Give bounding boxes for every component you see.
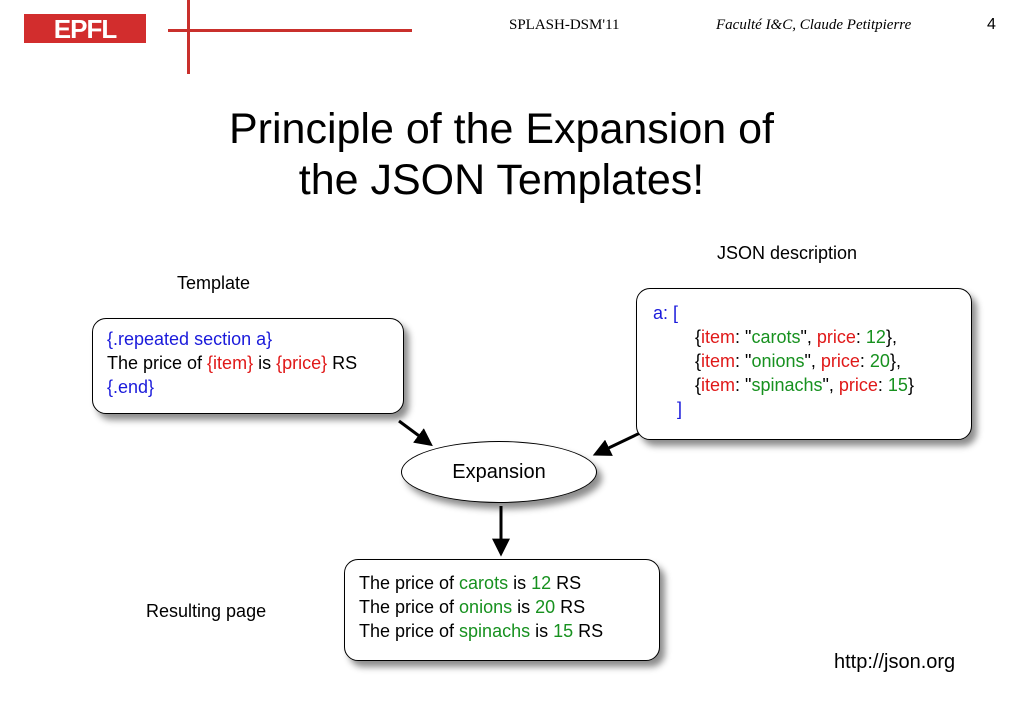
json-key-price: price <box>820 351 860 371</box>
json-key-price: price <box>838 375 878 395</box>
template-box: {.repeated section a} The price of {item… <box>92 318 404 414</box>
template-text-suffix: RS <box>327 353 358 373</box>
header-vertical-rule <box>187 0 190 74</box>
json-description-box: a: [ {item: "carots", price: 12}, {item:… <box>636 288 972 440</box>
result-item: carots <box>459 573 509 593</box>
header-horizontal-rule <box>168 29 412 32</box>
json-value-item: onions <box>751 351 805 371</box>
resulting-page-box: The price of carots is 12 RS The price o… <box>344 559 660 661</box>
json-entry: {item: "spinachs", price: 15} <box>695 375 914 395</box>
result-price: 15 <box>553 621 574 641</box>
slide-title: Principle of the Expansion of the JSON T… <box>100 104 903 206</box>
json-entry-end: } <box>907 375 914 395</box>
result-row: The price of carots is 12 RS <box>359 571 659 595</box>
result-is: is <box>508 573 532 593</box>
json-description-label: JSON description <box>717 243 858 263</box>
json-array-close: ] <box>677 399 683 419</box>
result-price: 12 <box>531 573 552 593</box>
expansion-label: Expansion <box>452 460 546 483</box>
epfl-logo: EPFL <box>24 14 146 43</box>
result-suffix: RS <box>551 573 582 593</box>
result-prefix: The price of <box>359 573 460 593</box>
json-key-item: item <box>701 327 736 347</box>
json-entry: {item: "onions", price: 20}, <box>695 351 901 371</box>
json-value-item: spinachs <box>751 375 823 395</box>
price-placeholder: {price} <box>276 353 328 373</box>
result-prefix: The price of <box>359 621 460 641</box>
template-repeated-section: {.repeated section a} <box>107 329 273 349</box>
resulting-page-label: Resulting page <box>146 601 267 621</box>
json-key-item: item <box>701 375 736 395</box>
json-value-price: 20 <box>869 351 890 371</box>
result-is: is <box>530 621 554 641</box>
template-end-section: {.end} <box>107 377 155 397</box>
json-array-open: a: [ <box>653 303 679 323</box>
result-row: The price of onions is 20 RS <box>359 595 659 619</box>
author-credit: Faculté I&C, Claude Petitpierre <box>716 17 912 33</box>
json-entry: {item: "carots", price: 12}, <box>695 327 897 347</box>
svg-text:EPFL: EPFL <box>54 14 118 43</box>
page-number: 4 <box>987 16 996 33</box>
json-key-item: item <box>701 351 736 371</box>
result-row: The price of spinachs is 15 RS <box>359 619 659 643</box>
result-price: 20 <box>535 597 556 617</box>
result-suffix: RS <box>555 597 586 617</box>
slide-title-line-2: the JSON Templates! <box>298 156 705 204</box>
result-is: is <box>512 597 536 617</box>
expansion-node: Expansion <box>401 441 597 503</box>
arrow-json-to-expansion <box>592 431 641 456</box>
json-org-url: http://json.org <box>834 651 956 673</box>
template-text-is: is <box>253 353 277 373</box>
json-entry-end: }, <box>885 327 897 347</box>
json-key-price: price <box>816 327 856 347</box>
json-value-item: carots <box>751 327 801 347</box>
result-prefix: The price of <box>359 597 460 617</box>
json-value-price: 15 <box>887 375 908 395</box>
result-item: onions <box>459 597 513 617</box>
template-text-prefix: The price of <box>107 353 208 373</box>
json-entry-end: }, <box>889 351 901 371</box>
template-price-line: The price of {item} is {price} RS <box>107 351 403 375</box>
conference-name: SPLASH-DSM'11 <box>509 17 620 33</box>
slide-title-line-1: Principle of the Expansion of <box>229 105 774 153</box>
template-label: Template <box>177 273 251 293</box>
item-placeholder: {item} <box>207 353 254 373</box>
result-item: spinachs <box>459 621 531 641</box>
json-value-price: 12 <box>865 327 886 347</box>
arrow-template-to-expansion <box>398 419 433 447</box>
result-suffix: RS <box>573 621 604 641</box>
